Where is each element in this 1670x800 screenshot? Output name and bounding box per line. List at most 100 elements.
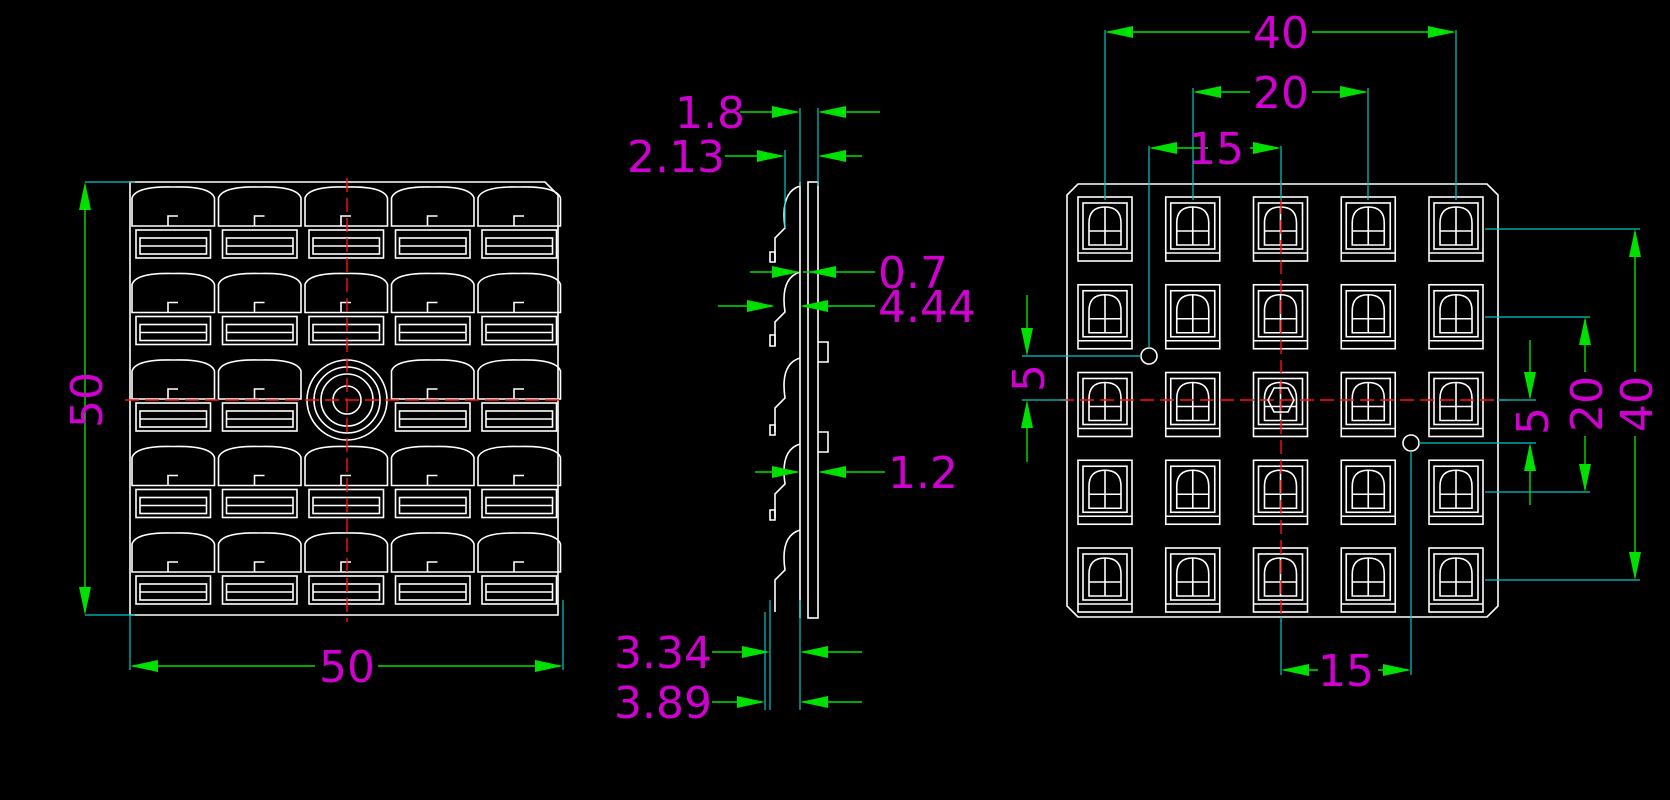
front-lens-cell — [217, 359, 302, 432]
back-lens-cell — [1340, 196, 1397, 262]
back-lens-cell — [1428, 283, 1484, 350]
back-lens-cell — [1164, 371, 1221, 438]
back-dim-15-top-arrow-right — [1253, 142, 1281, 154]
front-lens-cell — [304, 445, 389, 519]
back-lens-cell — [1077, 547, 1133, 613]
back-lens-cell — [1340, 459, 1397, 526]
back-label-40-vertical: 40 — [1612, 376, 1663, 432]
back-lens-cell — [1252, 283, 1309, 350]
back-dim-5-right-arrow-top — [1524, 372, 1536, 400]
front-lens-cell — [477, 445, 562, 519]
back-lens-cell — [1077, 283, 1133, 350]
back-lens-cell — [1164, 283, 1221, 350]
back-center-marker — [1267, 387, 1295, 413]
side-dim-3-89-arrow-left — [737, 696, 765, 708]
front-lens-cell — [131, 272, 216, 346]
back-label-40-top: 40 — [1253, 8, 1309, 59]
front-lens-cell — [304, 272, 389, 346]
back-dim-5-left-arrow-bottom — [1021, 400, 1033, 428]
back-label-20-top: 20 — [1253, 68, 1309, 119]
front-lens-cell — [131, 445, 216, 519]
front-lens-cell — [477, 532, 562, 605]
back-lens-cell — [1164, 459, 1221, 526]
mounting-hole-right — [1402, 434, 1420, 452]
side-dim-1-8-arrow-left — [772, 106, 800, 118]
back-label-5-left: 5 — [1004, 364, 1055, 392]
side-view-lens-profile — [774, 185, 801, 612]
side-label-3-34: 3.34 — [614, 628, 712, 679]
side-dim-1-8-arrow-right — [818, 106, 846, 118]
front-lens-cell — [390, 359, 475, 432]
back-dim-5-left-arrow-top — [1021, 328, 1033, 356]
front-lens-cell — [304, 186, 389, 259]
back-view-outline — [1066, 183, 1499, 618]
back-dim-20-arrow-right — [1340, 86, 1368, 98]
side-dim-1-2-arrow-left — [772, 466, 800, 478]
side-dim-4-44-arrow-left — [747, 300, 775, 312]
front-lens-cell — [390, 445, 475, 519]
back-lens-cell — [1428, 371, 1484, 438]
front-height-label: 50 — [62, 372, 113, 428]
back-label-5-right: 5 — [1508, 407, 1559, 435]
side-dim-2-13-arrow-left — [757, 150, 785, 162]
back-dim-20-v-arrow-top — [1579, 317, 1591, 345]
back-view: 40 20 15 15 5 — [1004, 8, 1663, 697]
back-lens-cell — [1164, 547, 1221, 613]
front-lens-cell — [131, 532, 216, 605]
back-lens-cell — [1164, 196, 1221, 262]
side-dim-3-34-arrow-right — [800, 646, 828, 658]
side-dim-4-44-arrow-right — [800, 300, 828, 312]
side-dim-0-7-arrow-right — [808, 266, 836, 278]
front-lens-cell — [390, 532, 475, 605]
side-label-0-7: 0.7 — [878, 248, 948, 299]
side-view-plate — [807, 181, 819, 619]
front-lens-cell — [390, 186, 475, 259]
back-dim-40-v-arrow-top — [1629, 229, 1641, 257]
back-lens-cell — [1340, 371, 1397, 438]
front-lens-cell — [304, 532, 389, 605]
front-height-arrow-top — [79, 182, 91, 210]
back-label-20-vertical: 20 — [1562, 376, 1613, 432]
side-dim-0-7-arrow-left — [772, 266, 800, 278]
back-dim-15-top-arrow-left — [1149, 142, 1177, 154]
side-dim-2-13-arrow-right — [818, 150, 846, 162]
back-lens-cell — [1340, 547, 1397, 613]
side-label-3-89: 3.89 — [614, 678, 712, 729]
front-lens-cell — [217, 532, 302, 605]
back-label-15-bottom: 15 — [1318, 646, 1374, 697]
side-label-4-44: 4.44 — [878, 282, 976, 333]
side-dim-1-2-arrow-right — [818, 466, 846, 478]
front-lens-cell — [131, 359, 216, 432]
back-dim-40-v-arrow-bottom — [1629, 552, 1641, 580]
back-dim-20-v-arrow-bottom — [1579, 464, 1591, 492]
side-view-tabs — [769, 251, 829, 521]
front-lens-cell — [477, 272, 562, 346]
back-lens-cell — [1428, 196, 1484, 262]
front-lens-cell — [131, 186, 216, 259]
front-lens-cell — [217, 445, 302, 519]
mounting-hole-left — [1140, 347, 1158, 365]
back-lens-cell — [1077, 196, 1133, 262]
front-lens-grid — [131, 186, 562, 605]
back-lens-cell — [1428, 459, 1484, 526]
back-dim-20-arrow-left — [1193, 86, 1221, 98]
side-label-1-8: 1.8 — [675, 88, 745, 139]
back-dim-15-bottom-arrow-left — [1281, 664, 1309, 676]
front-lens-cell — [477, 359, 562, 432]
back-lens-cell — [1077, 459, 1133, 526]
back-lens-cell — [1340, 283, 1397, 350]
front-lens-cell — [217, 272, 302, 346]
front-view-outline — [129, 181, 559, 616]
front-view: 50 50 — [62, 178, 565, 693]
back-dim-40-arrow-right — [1428, 26, 1456, 38]
front-lens-cell — [477, 186, 562, 259]
front-width-label: 50 — [319, 642, 375, 693]
front-height-arrow-bottom — [79, 587, 91, 615]
back-lens-cell — [1428, 547, 1484, 613]
side-dim-3-34-arrow-left — [742, 646, 770, 658]
back-lens-cell — [1077, 371, 1133, 438]
side-dim-3-89-arrow-right — [800, 696, 828, 708]
front-width-arrow-right — [535, 660, 563, 672]
front-lens-cell — [390, 272, 475, 346]
